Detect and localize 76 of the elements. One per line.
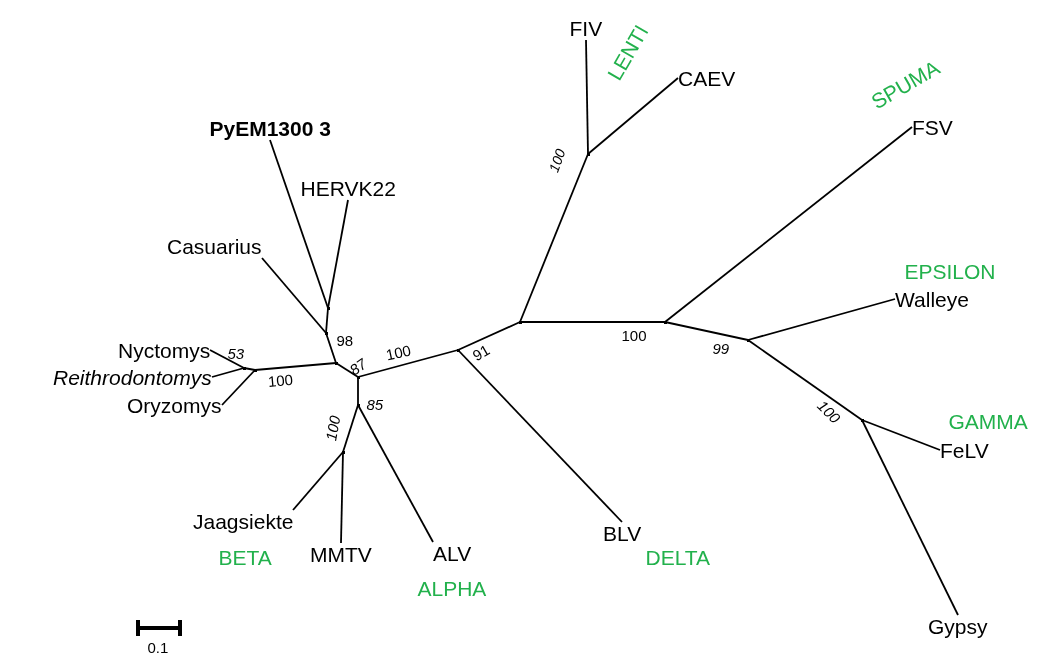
bootstrap-value: 100 (621, 327, 647, 344)
tree-branch (325, 307, 329, 334)
branch-junction (334, 361, 338, 365)
tree-branch (457, 321, 521, 351)
branch-junction (242, 366, 246, 370)
tree-branch (327, 199, 349, 309)
bootstrap-value: 100 (813, 397, 843, 427)
clade-label: GAMMA (948, 409, 1028, 433)
taxon-label: CAEV (678, 66, 736, 90)
bootstrap-value: 100 (266, 371, 294, 391)
tree-branch (747, 339, 863, 421)
branch-junction (663, 320, 667, 324)
clade-label: EPSILON (904, 259, 996, 283)
bootstrap-value: 100 (322, 414, 344, 442)
tree-branch (861, 419, 941, 451)
tree-branch (585, 39, 589, 155)
taxon-label: BLV (603, 522, 642, 546)
taxon-label: Reithrodontomys (53, 365, 212, 389)
tree-branch (664, 126, 913, 323)
bootstrap-value: 85 (366, 396, 384, 413)
branch-junction (456, 348, 460, 352)
clade-label: BETA (218, 545, 272, 569)
taxon-label: FeLV (940, 438, 989, 462)
branch-junction (326, 306, 330, 310)
tree-branch (357, 349, 459, 378)
tree-branch (357, 404, 434, 543)
tree-branch (664, 321, 749, 341)
tree-branch (211, 367, 245, 378)
taxon-label: HERVK22 (300, 177, 396, 201)
branch-junction (746, 338, 750, 342)
bootstrap-value: 87 (346, 355, 370, 379)
taxon-label: FSV (912, 115, 953, 139)
branch-junction (356, 375, 360, 379)
tree-branch (261, 257, 327, 334)
tree-branch (457, 349, 623, 523)
bootstrap-value: 91 (469, 341, 493, 365)
tree-branch (221, 369, 256, 406)
taxon-label: ALV (433, 542, 472, 566)
taxon-label: Nyctomys (118, 338, 211, 362)
tree-branch (519, 153, 589, 323)
tree-branch (254, 362, 337, 371)
taxon-label: Casuarius (167, 235, 262, 259)
branch-junction (356, 403, 360, 407)
tree-branch (519, 321, 666, 323)
clade-label: ALPHA (417, 576, 487, 600)
branch-junction (860, 418, 864, 422)
branch-junction (324, 331, 328, 335)
taxon-label: Walleye (895, 287, 969, 311)
tree-branch (587, 77, 679, 155)
branch-junction (518, 320, 522, 324)
tree-branch (340, 451, 344, 544)
clade-label: DELTA (645, 545, 711, 569)
tree-branch (747, 298, 896, 341)
bootstrap-value: 98 (336, 332, 354, 349)
taxon-label: Jaagsiekte (193, 510, 294, 534)
bootstrap-value: 53 (227, 345, 245, 362)
tree-branch (861, 419, 959, 616)
tree-branch (269, 139, 329, 309)
tree-branch (357, 376, 359, 406)
taxon-label: FIV (569, 17, 603, 41)
branch-junction (253, 368, 257, 372)
tree-branch (342, 404, 359, 453)
branch-junction (341, 450, 345, 454)
taxon-label: PyEM1300 3 (209, 117, 331, 141)
bootstrap-value: 100 (545, 146, 569, 174)
tree-branch (335, 362, 359, 378)
tree-branch (292, 451, 344, 511)
bootstrap-value: 100 (384, 342, 412, 364)
taxon-label: MMTV (310, 543, 372, 567)
branch-junction (586, 152, 590, 156)
bootstrap-value: 99 (712, 340, 730, 357)
scale-value: 0.1 (147, 639, 169, 656)
taxon-label: Oryzomys (127, 393, 222, 417)
tree-branch (325, 332, 337, 364)
taxon-label: Gypsy (928, 615, 988, 639)
tree-branch (209, 349, 245, 369)
